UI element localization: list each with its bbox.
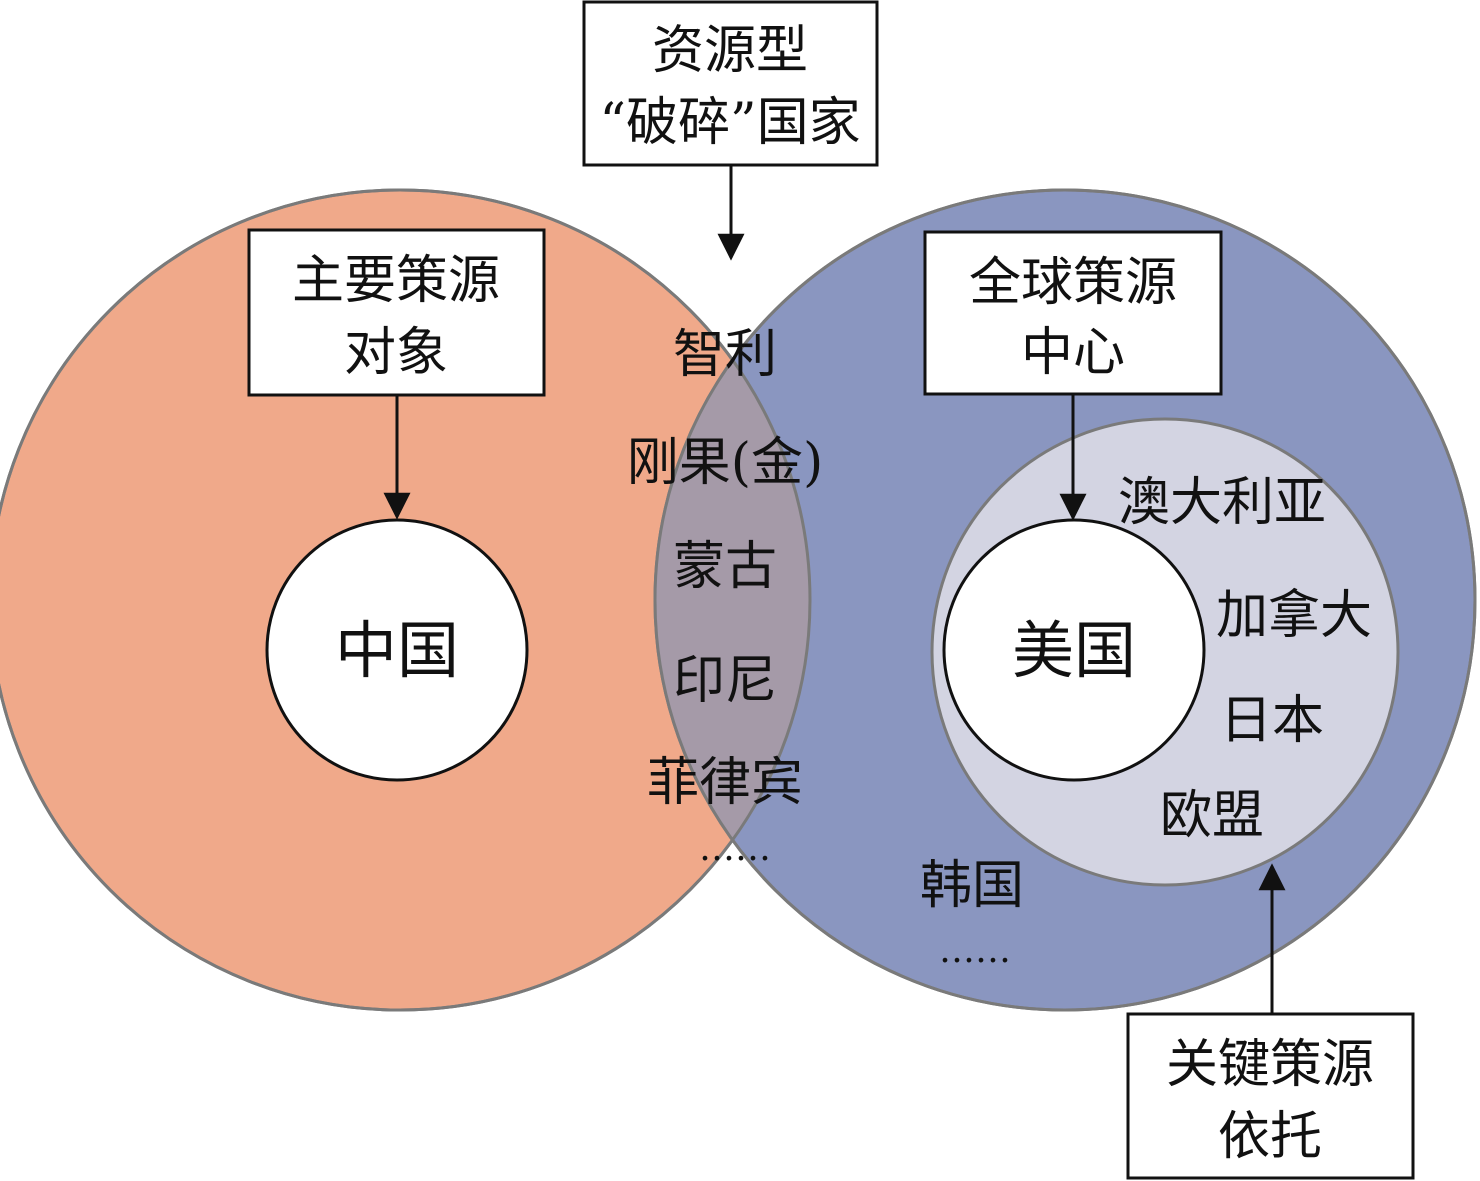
country-eu: 欧盟: [1160, 786, 1264, 846]
callout-box: [247, 228, 546, 397]
callout-line-2: 依托: [1218, 1107, 1322, 1167]
overlap-ellipsis: ……: [699, 828, 771, 869]
country-philippines: 菲律宾: [647, 753, 803, 813]
callout-resource-countries: 资源型 “破碎”国家: [582, 0, 879, 167]
callout-line-2: 中心: [1021, 323, 1125, 383]
country-chile: 智利: [673, 325, 777, 385]
callout-line-2: “破碎”国家: [599, 93, 860, 153]
china-sphere-outline: [0, 188, 812, 1012]
country-canada: 加拿大: [1216, 586, 1372, 646]
country-mongolia: 蒙古: [673, 537, 777, 597]
callout-line-1: 资源型: [652, 21, 808, 81]
callout-line-1: 全球策源: [969, 253, 1177, 313]
callout-line-1: 关键策源: [1166, 1035, 1374, 1095]
country-japan: 日本: [1220, 691, 1324, 751]
callout-box: [1126, 1012, 1415, 1180]
callout-box: [582, 0, 879, 167]
outer-ring-country-list: 韩国 ……: [920, 856, 1024, 971]
country-indonesia: 印尼: [673, 651, 777, 711]
callout-global-center: 全球策源 中心: [923, 230, 1223, 396]
china-core-circle: [265, 518, 529, 782]
callout-line-2: 对象: [344, 323, 448, 383]
china-label: 中国: [335, 614, 459, 687]
overlap-country-list: 智利 刚果(金) 蒙古 印尼 菲律宾 ……: [627, 325, 824, 869]
callout-box: [923, 230, 1223, 396]
callout-line-1: 主要策源: [292, 251, 500, 311]
callout-main-target: 主要策源 对象: [247, 228, 546, 397]
us-sphere-outline: [653, 188, 1477, 1012]
outer-ellipsis: ……: [939, 930, 1011, 971]
inner-ring-country-list: 澳大利亚 加拿大 日本 欧盟: [1118, 473, 1372, 846]
country-australia: 澳大利亚: [1118, 473, 1326, 533]
callout-key-support: 关键策源 依托: [1126, 1012, 1415, 1180]
country-drc: 刚果(金): [627, 433, 824, 493]
country-korea: 韩国: [920, 856, 1024, 916]
us-label: 美国: [1012, 614, 1136, 687]
